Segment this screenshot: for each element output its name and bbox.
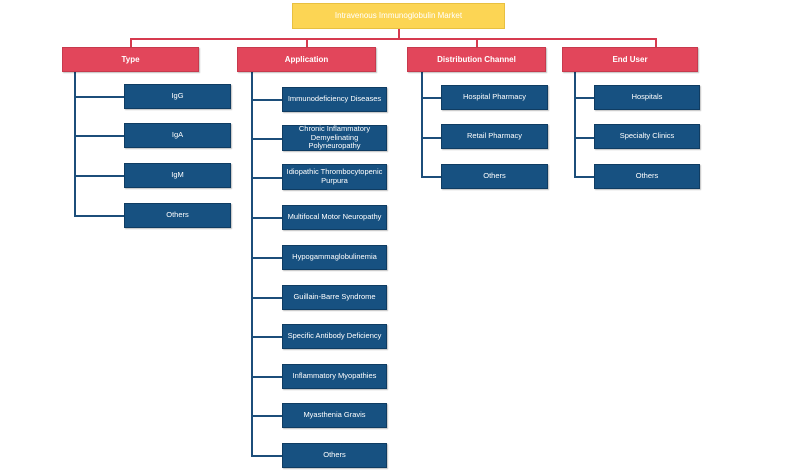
distribution-branch xyxy=(421,97,441,99)
category-type: Type xyxy=(62,47,199,72)
application-spine xyxy=(251,72,253,456)
end-user-item-others: Others xyxy=(594,164,700,189)
distribution-branch xyxy=(421,137,441,139)
type-branch xyxy=(74,215,124,217)
application-item-others: Others xyxy=(282,443,387,468)
application-branch xyxy=(251,99,282,101)
application-branch xyxy=(251,257,282,259)
application-branch xyxy=(251,455,282,457)
distribution-item-others: Others xyxy=(441,164,548,189)
application-item-cidp: Chronic Inflammatory Demyelinating Polyn… xyxy=(282,124,387,151)
application-branch xyxy=(251,336,282,338)
type-spine xyxy=(74,72,76,215)
end-user-branch xyxy=(574,97,594,99)
category-end-user: End User xyxy=(562,47,698,72)
application-connector xyxy=(306,38,308,47)
application-branch xyxy=(251,297,282,299)
type-connector xyxy=(130,38,132,47)
type-item-igm: IgM xyxy=(124,163,231,188)
type-item-igg: IgG xyxy=(124,84,231,109)
type-branch xyxy=(74,96,124,98)
application-branch xyxy=(251,376,282,378)
application-branch xyxy=(251,217,282,219)
root-node: Intravenous Immunoglobulin Market xyxy=(292,3,505,29)
distribution-item-hospital-pharmacy: Hospital Pharmacy xyxy=(441,85,548,110)
application-item-guillain-barre: Guillain-Barre Syndrome xyxy=(282,285,387,310)
application-item-specific-antibody: Specific Antibody Deficiency xyxy=(282,324,387,349)
category-application: Application xyxy=(237,47,376,72)
end-user-branch xyxy=(574,176,594,178)
distribution-connector xyxy=(476,38,478,47)
application-branch xyxy=(251,138,282,140)
application-branch xyxy=(251,177,282,179)
end-user-item-hospitals: Hospitals xyxy=(594,85,700,110)
end-user-spine xyxy=(574,72,576,177)
type-branch xyxy=(74,135,124,137)
type-branch xyxy=(74,175,124,177)
end-user-branch xyxy=(574,137,594,139)
distribution-spine xyxy=(421,72,423,177)
category-distribution-channel: Distribution Channel xyxy=(407,47,546,72)
distribution-branch xyxy=(421,176,441,178)
root-connector-vertical xyxy=(398,29,400,39)
end-user-connector xyxy=(655,38,657,47)
application-item-itp: Idiopathic Thrombocytopenic Purpura xyxy=(282,164,387,190)
type-item-iga: IgA xyxy=(124,123,231,148)
category-connector-horizontal xyxy=(130,38,655,40)
end-user-item-specialty-clinics: Specialty Clinics xyxy=(594,124,700,149)
type-item-others: Others xyxy=(124,203,231,228)
application-item-immunodeficiency: Immunodeficiency Diseases xyxy=(282,87,387,112)
application-item-inflammatory-myopathies: Inflammatory Myopathies xyxy=(282,364,387,389)
application-item-mmn: Multifocal Motor Neuropathy xyxy=(282,205,387,230)
distribution-item-retail-pharmacy: Retail Pharmacy xyxy=(441,124,548,149)
application-item-hypogammaglobulinemia: Hypogammaglobulinemia xyxy=(282,245,387,270)
application-item-myasthenia-gravis: Myasthenia Gravis xyxy=(282,403,387,428)
application-branch xyxy=(251,415,282,417)
